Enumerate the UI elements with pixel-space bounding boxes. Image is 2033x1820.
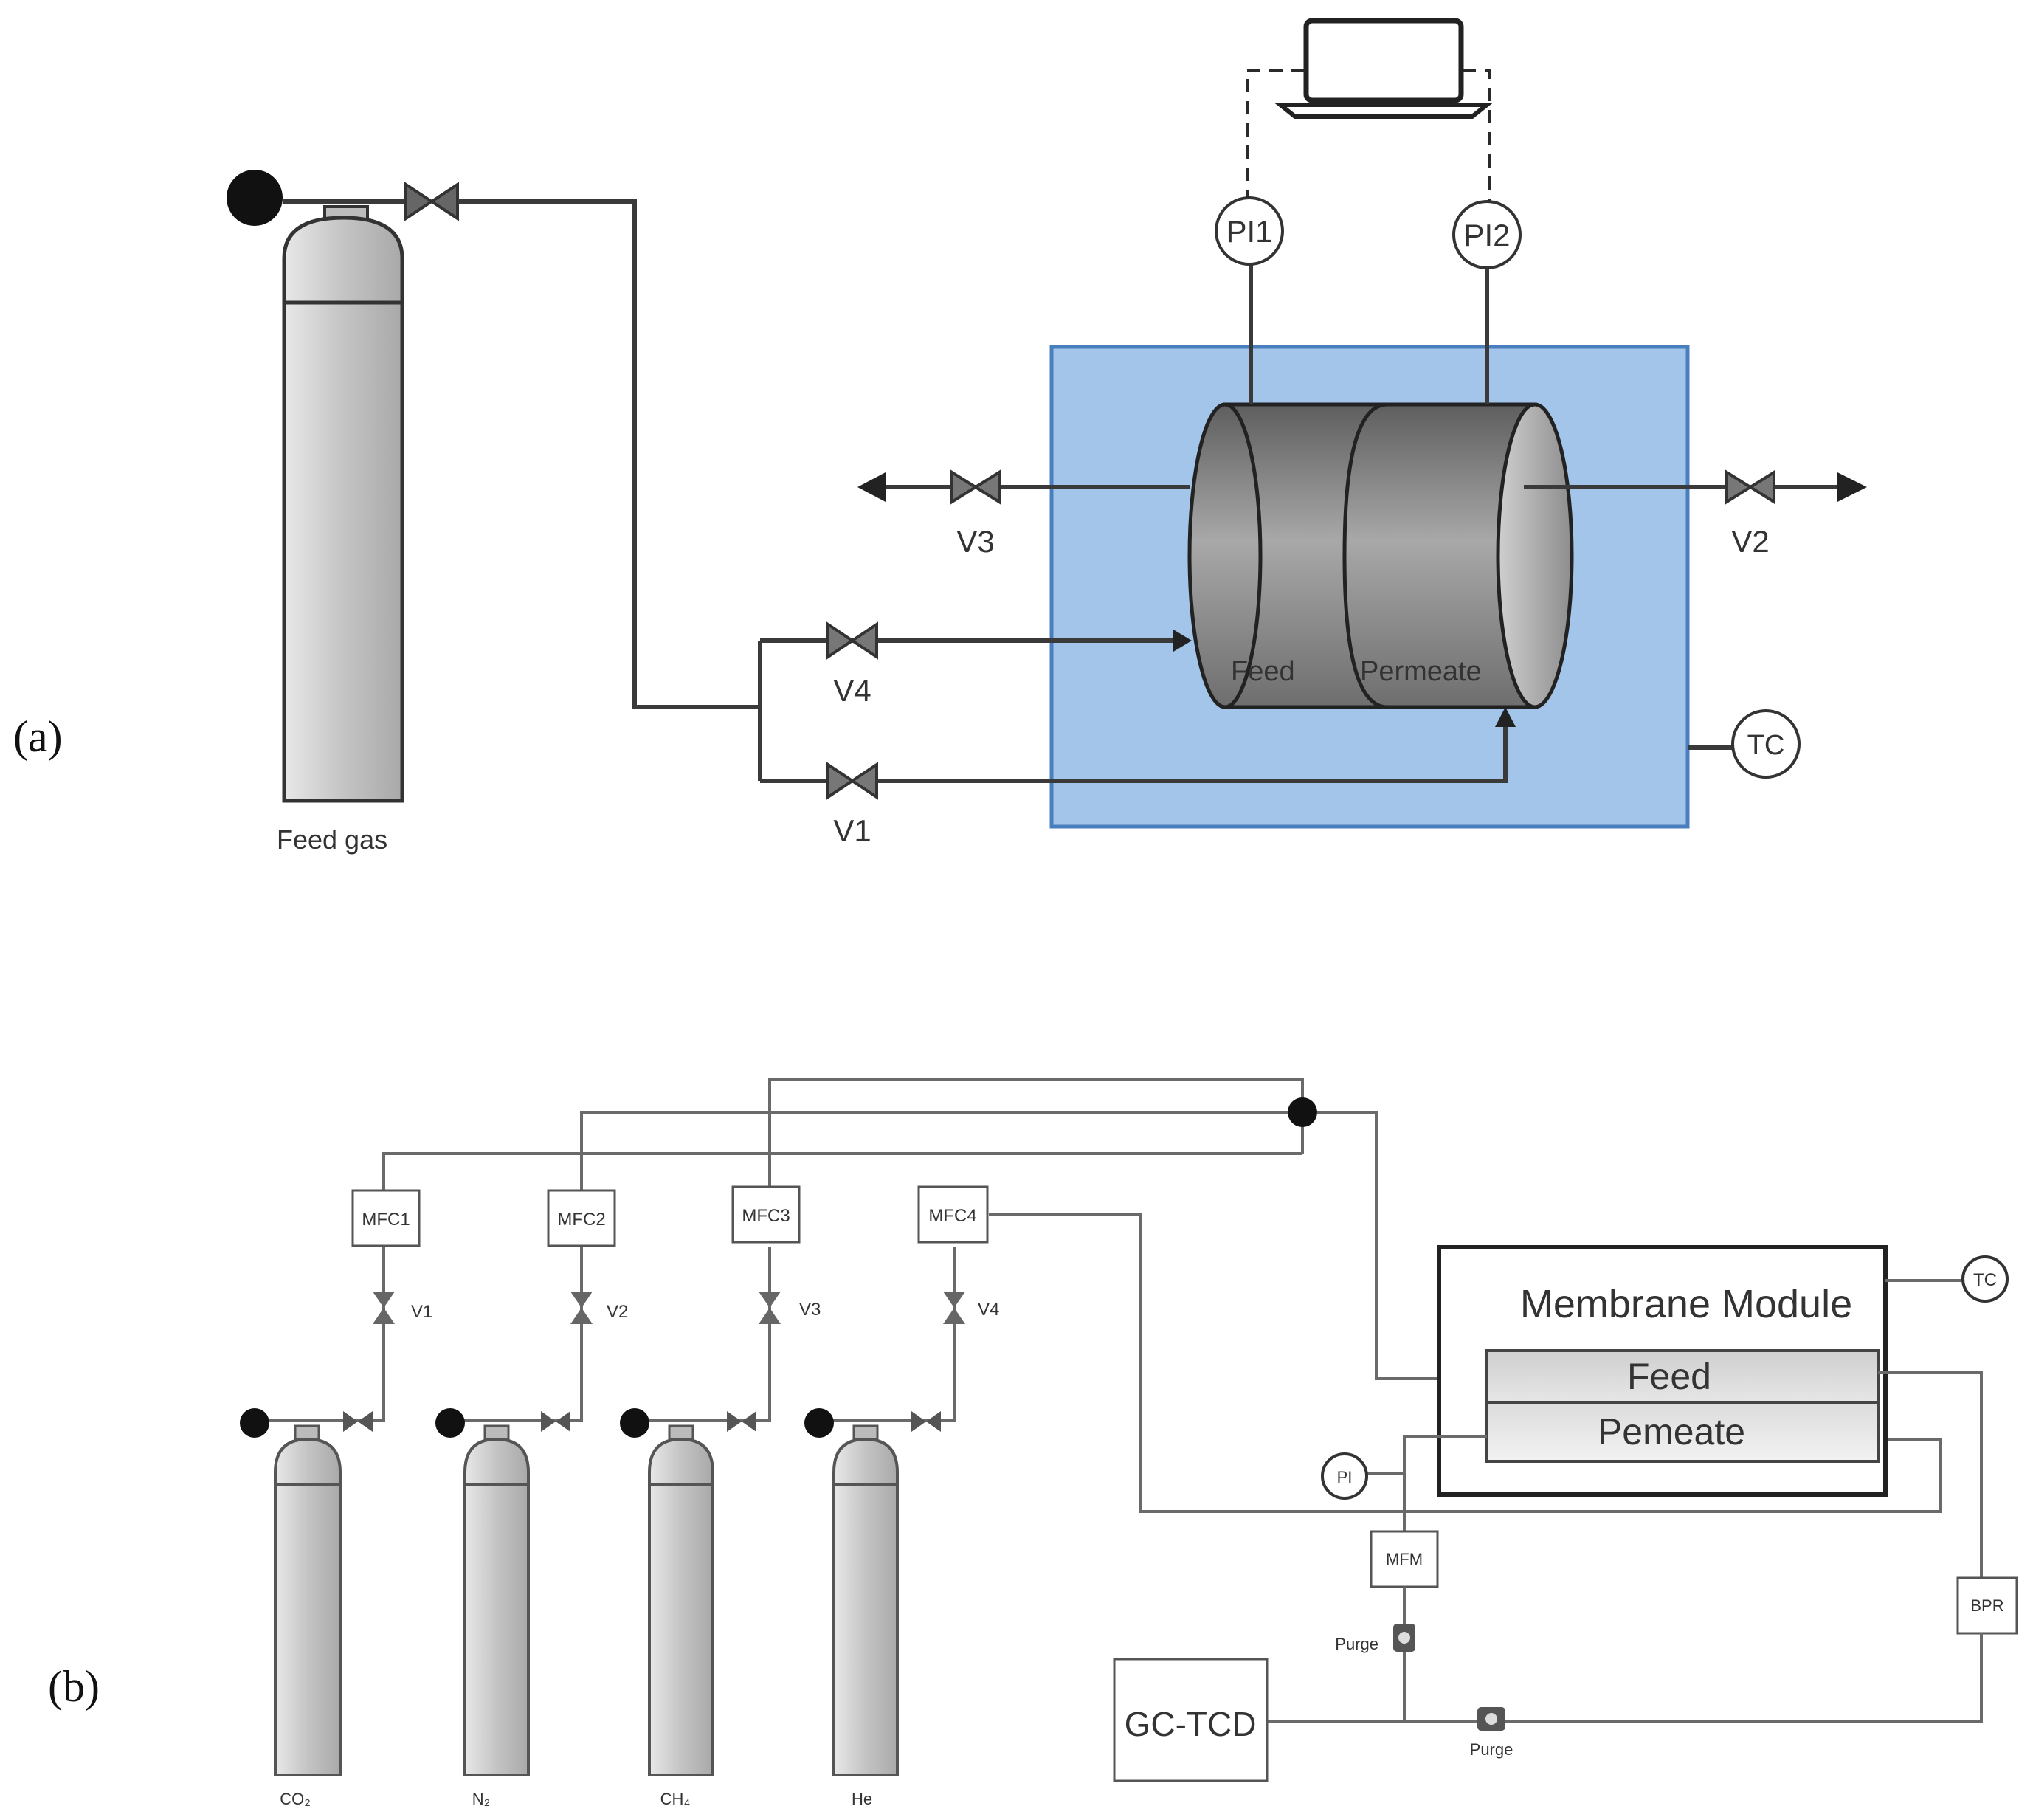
b-v4-valve-icon bbox=[943, 1292, 965, 1324]
panel-a-label: (a) bbox=[13, 712, 63, 761]
purge-2-label: Purge bbox=[1470, 1740, 1513, 1759]
v4-valve-icon bbox=[826, 621, 878, 660]
mfc1-box bbox=[351, 1189, 421, 1247]
permeate-compartment-label: Pemeate bbox=[1598, 1411, 1745, 1452]
purge-1-label: Purge bbox=[1335, 1635, 1378, 1653]
bpr-label: BPR bbox=[1970, 1596, 2003, 1615]
gas-co2-label: CO₂ bbox=[280, 1790, 311, 1808]
pi1-gauge bbox=[1215, 196, 1284, 266]
mfc3-header bbox=[768, 1078, 1304, 1210]
permeate-inlet-arrow-icon bbox=[1495, 707, 1516, 727]
pi1-label: PI1 bbox=[1226, 214, 1272, 249]
laptop-icon bbox=[1274, 18, 1494, 119]
mfc2-header bbox=[580, 1111, 1302, 1210]
sweep-line bbox=[989, 1213, 1942, 1513]
module-feed-label: Feed bbox=[1231, 656, 1295, 687]
feed-compartment bbox=[1485, 1349, 1880, 1404]
b-v1-valve-icon bbox=[373, 1292, 395, 1324]
feed-inlet-arrow-icon bbox=[1173, 630, 1192, 652]
purge-valve-2-icon bbox=[1477, 1707, 1505, 1731]
b-cyl2-valve-icon bbox=[541, 1411, 570, 1432]
purge-valve-1-icon bbox=[1393, 1624, 1415, 1652]
panel-b: (b) MFC1 MFC2 MFC3 bbox=[48, 1078, 2018, 1808]
v1-label: V1 bbox=[833, 813, 871, 848]
retentate-arrow-icon bbox=[857, 472, 886, 502]
b-cyl4-valve-icon bbox=[911, 1411, 941, 1432]
b-tc-gauge bbox=[1961, 1255, 2009, 1303]
supply-line-4 bbox=[819, 1247, 956, 1422]
mfc1-header bbox=[382, 1152, 1302, 1210]
v4-label: V4 bbox=[833, 673, 871, 708]
mixed-feed-line bbox=[1317, 1111, 1487, 1380]
panel-a: (a) Feed gas Feed Permeate P bbox=[13, 18, 1867, 855]
tc-label-a: TC bbox=[1747, 730, 1785, 761]
mfc2-box bbox=[547, 1189, 616, 1247]
v2-label: V2 bbox=[1731, 524, 1769, 559]
membrane-module-cylinder bbox=[1187, 402, 1574, 709]
b-v3-valve-icon bbox=[759, 1292, 781, 1324]
v1-valve-icon bbox=[826, 762, 878, 800]
mixing-junction bbox=[1288, 1097, 1317, 1127]
mfc3-label: MFC3 bbox=[742, 1206, 790, 1226]
supply-line-1 bbox=[255, 1247, 385, 1422]
b-cyl2-knob bbox=[435, 1408, 465, 1438]
b-pi-label: PI bbox=[1337, 1468, 1353, 1486]
b-pi-gauge bbox=[1321, 1452, 1368, 1500]
v1-line bbox=[760, 727, 1508, 783]
supply-line-3 bbox=[635, 1247, 771, 1422]
data-cable-pi2 bbox=[1463, 69, 1491, 201]
mfc4-box bbox=[917, 1185, 989, 1244]
v2-valve-icon bbox=[1725, 469, 1775, 505]
panel-b-label: (b) bbox=[48, 1662, 100, 1711]
he-cylinder bbox=[832, 1424, 899, 1776]
retentate-to-bpr-line bbox=[1878, 1371, 1983, 1578]
gas-he-label: He bbox=[852, 1790, 872, 1808]
permeate-out-line bbox=[1403, 1435, 1487, 1531]
b-v4-label: V4 bbox=[978, 1300, 999, 1320]
v3-label: V3 bbox=[956, 524, 994, 559]
b-cyl1-knob bbox=[240, 1408, 269, 1438]
gas-ch4-label: CH₄ bbox=[660, 1790, 691, 1808]
membrane-module-title: Membrane Module bbox=[1520, 1282, 1852, 1326]
b-cyl4-knob bbox=[804, 1408, 834, 1438]
pi2-gauge bbox=[1452, 200, 1522, 269]
bpr-box bbox=[1956, 1576, 2018, 1635]
b-cyl3-valve-icon bbox=[727, 1411, 756, 1432]
feed-gas-label: Feed gas bbox=[277, 824, 387, 855]
ch4-cylinder bbox=[648, 1424, 714, 1776]
n2-cylinder bbox=[463, 1424, 530, 1776]
b-tc-label: TC bbox=[1973, 1270, 1997, 1290]
tc-gauge-a bbox=[1731, 709, 1801, 779]
gas-n2-label: N₂ bbox=[472, 1790, 490, 1808]
mfc4-label: MFC4 bbox=[928, 1206, 976, 1226]
supply-line-2 bbox=[450, 1247, 583, 1422]
data-cable-pi1 bbox=[1246, 69, 1305, 198]
b-v1-label: V1 bbox=[411, 1302, 432, 1322]
b-v2-label: V2 bbox=[607, 1302, 628, 1322]
feed-line bbox=[458, 199, 760, 709]
feed-gas-cylinder bbox=[282, 205, 404, 803]
b-v2-valve-icon bbox=[570, 1292, 593, 1324]
feed-compartment-label: Feed bbox=[1627, 1356, 1711, 1397]
cylinder-valve bbox=[404, 182, 459, 221]
mfc3-box bbox=[731, 1185, 801, 1244]
regulator-knob bbox=[227, 170, 283, 226]
b-cyl3-knob bbox=[620, 1408, 649, 1438]
pi2-label: PI2 bbox=[1463, 218, 1510, 252]
co2-cylinder bbox=[274, 1424, 342, 1776]
module-permeate-label: Permeate bbox=[1360, 656, 1482, 687]
permeate-compartment bbox=[1485, 1401, 1880, 1463]
gc-tcd-box bbox=[1113, 1658, 1269, 1782]
mfc1-label: MFC1 bbox=[362, 1210, 410, 1230]
permeate-arrow-icon bbox=[1837, 472, 1867, 502]
v3-valve-icon bbox=[950, 469, 1001, 505]
b-v3-label: V3 bbox=[799, 1300, 821, 1320]
gc-tcd-label: GC-TCD bbox=[1125, 1705, 1257, 1743]
mfm-label: MFM bbox=[1386, 1550, 1423, 1568]
mfc2-label: MFC2 bbox=[557, 1210, 605, 1230]
b-cyl1-valve-icon bbox=[343, 1411, 373, 1432]
